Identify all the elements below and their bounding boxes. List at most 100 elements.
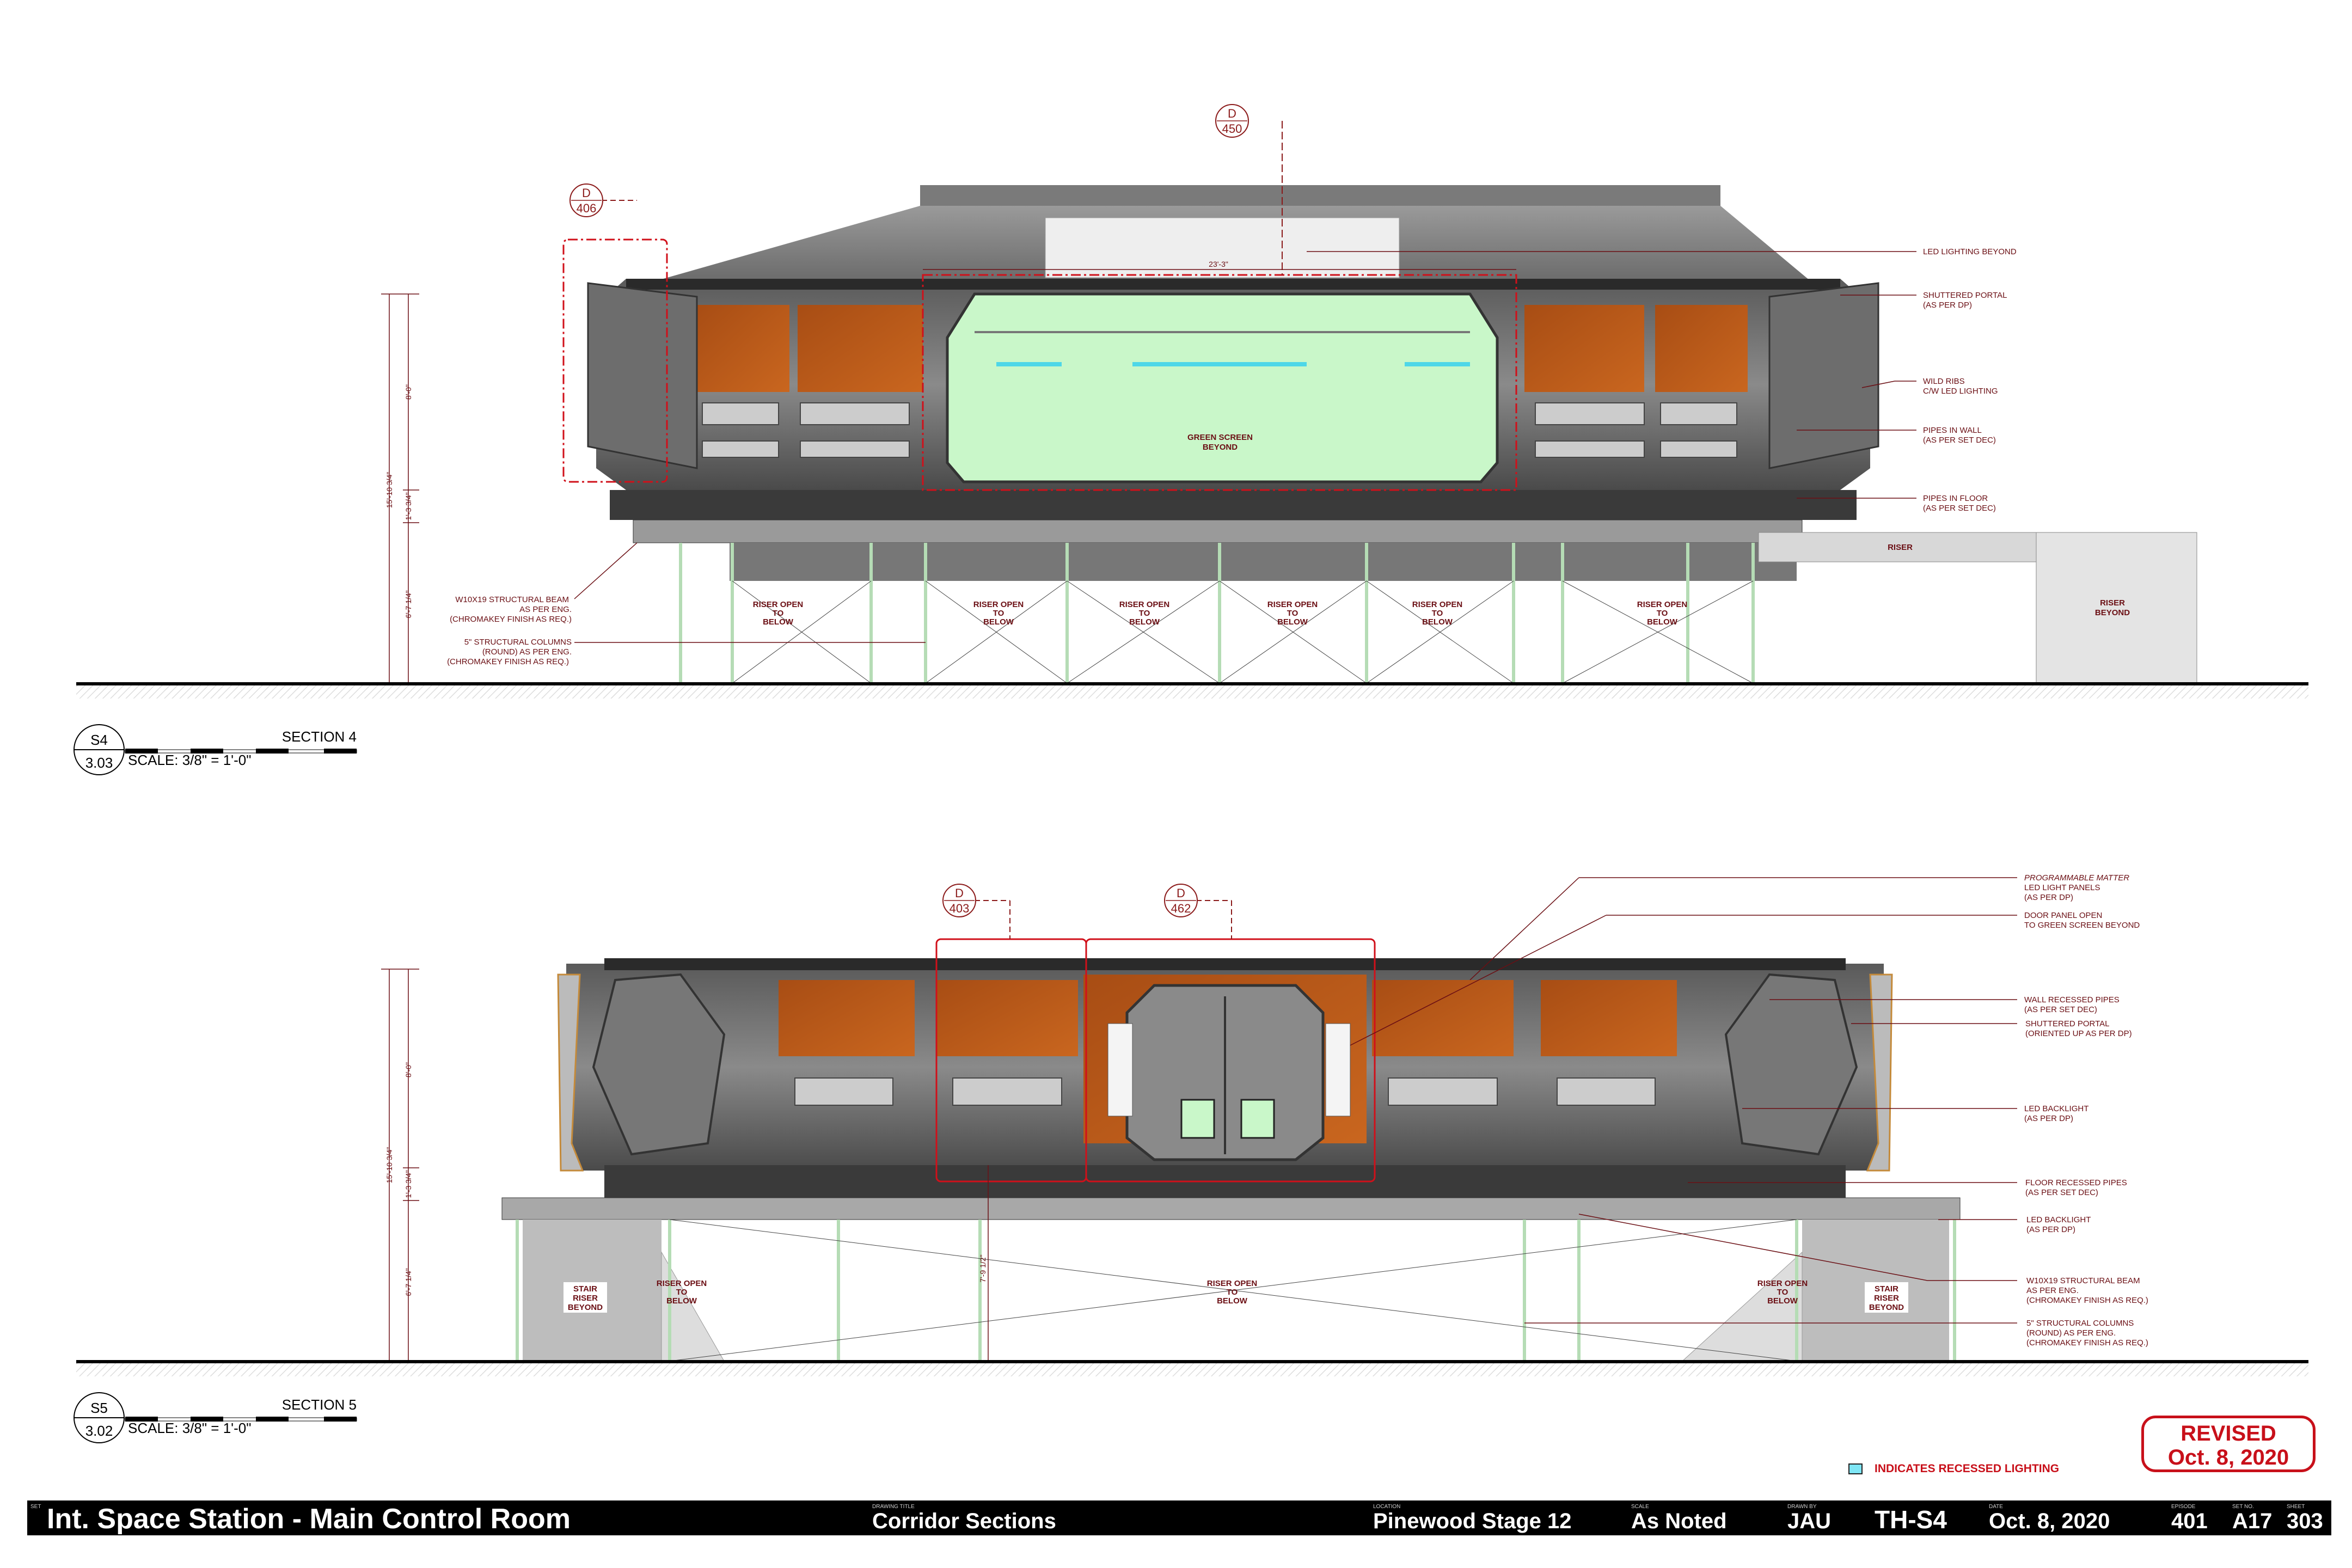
led-light-panel bbox=[1325, 1023, 1351, 1117]
riser-open-label: TO bbox=[1432, 609, 1443, 618]
note: PIPES IN FLOOR bbox=[1923, 494, 1988, 503]
structural-columns bbox=[679, 543, 1755, 683]
riser-open-label: TO bbox=[1139, 609, 1150, 618]
note: (ORIENTED UP AS PER DP) bbox=[2025, 1029, 2132, 1038]
tb-label: EPISODE bbox=[2171, 1504, 2196, 1510]
tag-letter: D bbox=[955, 886, 964, 900]
dim-label: 7'-9 1/2" bbox=[978, 1254, 987, 1282]
legend-recessed-lighting: INDICATES RECESSED LIGHTING bbox=[1848, 1462, 2059, 1475]
riser-open-label: RISER OPEN bbox=[973, 600, 1024, 609]
wall-recessed-pipes bbox=[794, 1077, 1656, 1106]
note: LED LIGHTING BEYOND bbox=[1923, 247, 2017, 256]
tag-number: 462 bbox=[1171, 902, 1191, 915]
tb-value: Pinewood Stage 12 bbox=[1373, 1509, 1572, 1533]
note: 5" STRUCTURAL COLUMNS bbox=[464, 638, 572, 647]
tb-label: SHEET bbox=[2287, 1504, 2305, 1510]
riser-open-label: TO bbox=[676, 1288, 688, 1297]
note: SHUTTERED PORTAL bbox=[1923, 291, 2007, 300]
note: (CHROMAKEY FINISH AS REQ.) bbox=[2026, 1296, 2148, 1305]
stair-label: STAIR bbox=[1875, 1284, 1898, 1294]
note: (AS PER SET DEC) bbox=[1923, 504, 1996, 513]
dimension-width: 23'-3" bbox=[1209, 260, 1228, 268]
led-light-panel bbox=[1107, 1023, 1133, 1117]
note: (CHROMAKEY FINISH AS REQ.) bbox=[2026, 1338, 2148, 1347]
riser-open-label: TO bbox=[1227, 1288, 1238, 1297]
note: (CHROMAKEY FINISH AS REQ.) bbox=[450, 615, 572, 624]
structural-columns bbox=[516, 1220, 1956, 1361]
dim-label: 8'-0" bbox=[404, 384, 413, 400]
note: WALL RECESSED PIPES bbox=[2024, 995, 2120, 1004]
tb-label: LOCATION bbox=[1373, 1504, 1401, 1510]
floor-pipes bbox=[610, 490, 1857, 520]
stair-label: RISER bbox=[573, 1294, 598, 1303]
dim-label: 6'-7 1/4" bbox=[404, 1268, 413, 1296]
note: LED BACKLIGHT bbox=[2026, 1215, 2091, 1224]
tb-value: JAU bbox=[1787, 1509, 1832, 1533]
stairs-right bbox=[1681, 1251, 1803, 1362]
detail-462-boundary bbox=[1085, 938, 1376, 1183]
note: SHUTTERED PORTAL bbox=[2025, 1019, 2109, 1028]
riser-open-label: BELOW bbox=[763, 617, 794, 627]
detail-406-boundary bbox=[562, 238, 668, 483]
riser-open-label: BELOW bbox=[1129, 617, 1160, 627]
legend-text: INDICATES RECESSED LIGHTING bbox=[1875, 1462, 2060, 1475]
stair-label: BEYOND bbox=[568, 1303, 603, 1312]
revised-stamp: REVISED Oct. 8, 2020 bbox=[2141, 1416, 2316, 1472]
tb-label: DRAWING TITLE bbox=[872, 1504, 915, 1510]
orange-panel bbox=[1372, 980, 1514, 1056]
note: (AS PER SET DEC) bbox=[1923, 436, 1996, 445]
note: AS PER ENG. bbox=[2026, 1286, 2079, 1295]
note: 5" STRUCTURAL COLUMNS bbox=[2026, 1319, 2134, 1328]
riser-open-label: BELOW bbox=[983, 617, 1014, 627]
section4-left-notes: W10X19 STRUCTURAL BEAM AS PER ENG. (CHRO… bbox=[447, 542, 926, 666]
orange-panel bbox=[779, 980, 915, 1056]
note: (AS PER SET DEC) bbox=[2024, 1005, 2097, 1014]
riser-open-label: RISER OPEN bbox=[1412, 600, 1463, 609]
ground-hatch bbox=[76, 685, 2308, 699]
riser-open-label: RISER OPEN bbox=[1207, 1279, 1258, 1288]
tag-number: 403 bbox=[950, 902, 970, 915]
riser-beyond-label: BEYOND bbox=[2095, 608, 2130, 617]
note: W10X19 STRUCTURAL BEAM bbox=[455, 595, 569, 604]
green-screen-label: GREEN SCREEN bbox=[1187, 433, 1253, 442]
ceiling-band bbox=[626, 279, 1840, 290]
note: (AS PER SET DEC) bbox=[2025, 1188, 2098, 1197]
tb-value: A17 bbox=[2232, 1509, 2273, 1533]
section4-right-notes: LED LIGHTING BEYOND SHUTTERED PORTAL (AS… bbox=[1307, 247, 2017, 513]
riser-open-label: BELOW bbox=[1767, 1296, 1798, 1306]
tb-label: SCALE bbox=[1631, 1504, 1649, 1510]
orange-panel bbox=[936, 980, 1078, 1056]
riser-open-label: BELOW bbox=[666, 1296, 697, 1306]
recessed-lighting bbox=[1132, 362, 1307, 366]
riser-open-cross-lines bbox=[732, 580, 1754, 684]
riser-open-label: BELOW bbox=[1647, 617, 1678, 627]
recessed-lighting bbox=[1405, 362, 1470, 366]
tb-label: DATE bbox=[1989, 1504, 2003, 1510]
pipes-in-wall bbox=[702, 402, 1737, 458]
riser-open-label: RISER OPEN bbox=[1637, 600, 1688, 609]
tag-letter: D bbox=[1228, 107, 1236, 120]
tb-value: Corridor Sections bbox=[872, 1509, 1056, 1533]
section-scale: SCALE: 3/8" = 1'-0" bbox=[128, 1420, 251, 1436]
scale-bar bbox=[125, 1417, 357, 1422]
riser-open-label: TO bbox=[993, 609, 1004, 618]
tb-value: 401 bbox=[2171, 1509, 2208, 1533]
led-backlight-left bbox=[557, 973, 584, 1172]
door-window bbox=[1240, 1099, 1275, 1139]
note: PROGRAMMABLE MATTER bbox=[2024, 873, 2129, 883]
detail-tag-450: D 450 bbox=[1215, 104, 1249, 138]
note: (CHROMAKEY FINISH AS REQ.) bbox=[447, 657, 569, 666]
note: LED BACKLIGHT bbox=[2024, 1104, 2088, 1113]
note: (ROUND) AS PER ENG. bbox=[2026, 1328, 2116, 1338]
note: (ROUND) AS PER ENG. bbox=[482, 647, 572, 657]
riser-open-label: RISER OPEN bbox=[1757, 1279, 1808, 1288]
riser-open-label: BELOW bbox=[1422, 617, 1453, 627]
beam-shadow bbox=[730, 543, 1797, 581]
note: W10X19 STRUCTURAL BEAM bbox=[2026, 1276, 2140, 1285]
riser-label: RISER bbox=[1888, 543, 1913, 552]
riser bbox=[1758, 532, 2037, 562]
tb-label: SET bbox=[30, 1504, 41, 1510]
orange-panel bbox=[798, 305, 923, 392]
section-sheet-ref: 3.02 bbox=[85, 1423, 113, 1439]
